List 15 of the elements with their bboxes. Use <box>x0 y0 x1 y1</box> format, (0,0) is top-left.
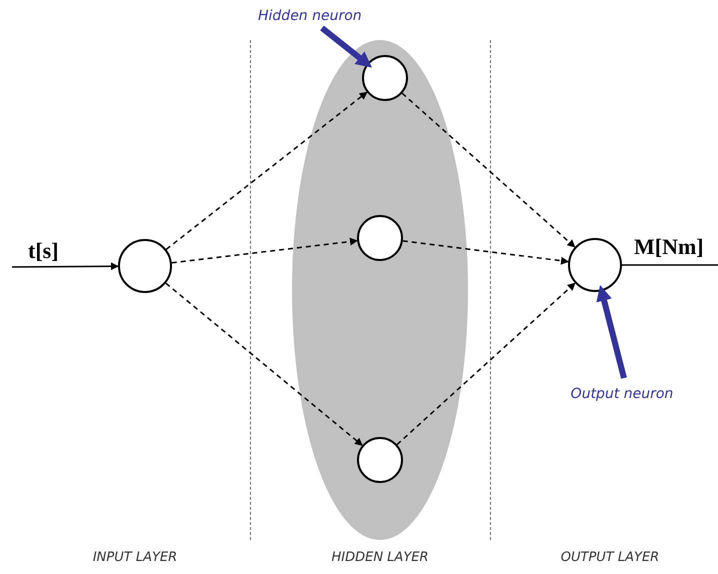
edge-label: M[Nm] <box>634 233 704 261</box>
connection-arrow <box>396 282 576 446</box>
connection-arrow <box>402 92 576 248</box>
layer-label: OUTPUT LAYER <box>560 549 660 567</box>
pointer-arrow <box>596 284 627 379</box>
pointer-arrow <box>320 26 372 68</box>
connection-arrow <box>166 92 368 250</box>
layer-label: INPUT LAYER <box>92 549 178 567</box>
callout-text: Output neuron <box>556 384 688 406</box>
connection-arrow <box>172 238 358 264</box>
edge-label: t[s] <box>28 237 59 265</box>
layer-label: HIDDEN LAYER <box>330 549 430 567</box>
connection-arrow <box>12 262 119 270</box>
connection-arrow <box>402 240 569 265</box>
connection-arrow <box>165 282 363 446</box>
